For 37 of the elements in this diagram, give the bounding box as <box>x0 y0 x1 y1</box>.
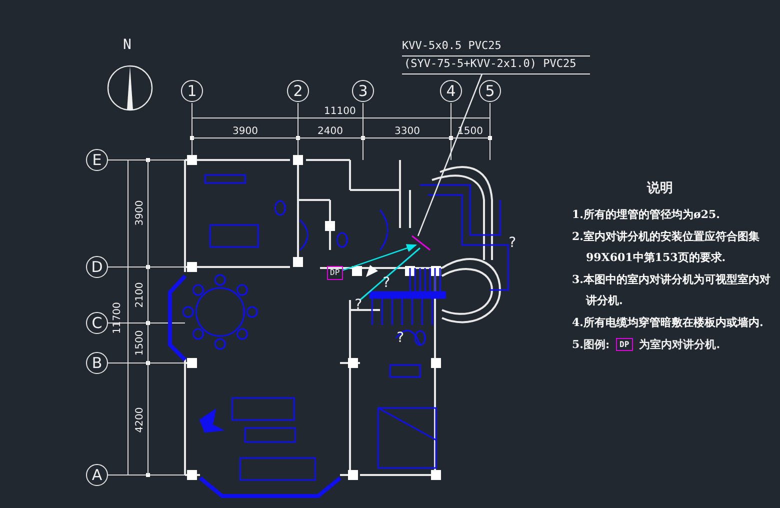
conduit-line <box>417 74 483 236</box>
axis-bubble: 1 <box>181 80 203 102</box>
dimension-text: 4200 <box>135 407 146 433</box>
dimension-text: 2100 <box>135 282 146 308</box>
note-text: 4.所有电缆均穿管暗敷在楼板内或墙内. <box>572 315 764 331</box>
axis-bubble: 4 <box>440 80 462 102</box>
north-label: N <box>123 38 132 52</box>
notes-heading: 说明 <box>647 182 673 195</box>
axis-bubble: 2 <box>287 80 309 102</box>
dimension-text: 3300 <box>394 127 420 137</box>
dimension-text: 3900 <box>135 200 146 226</box>
note-text: 1.所有的埋管的管径均为ø25. <box>572 207 721 223</box>
intercom-symbol: DP <box>327 266 343 280</box>
intercom-symbol: DP <box>616 338 634 351</box>
question-mark: ? <box>354 298 362 312</box>
note-text: 2.室内对讲分机的安装位置应符合图集99X601中第153页的要求. <box>572 229 760 266</box>
note-text: 3.本图中的室内对讲分机为可视型室内对讲分机. <box>572 272 772 309</box>
axis-bubble: 3 <box>352 80 374 102</box>
note-text: 5.图例: <box>572 337 610 352</box>
question-mark: ? <box>508 236 516 250</box>
dimension-text: 11700 <box>112 302 123 334</box>
axis-bubble: 5 <box>479 80 501 102</box>
dimension-text: 1500 <box>135 330 146 356</box>
question-mark: ? <box>382 276 390 290</box>
axis-bubble: B <box>86 352 108 374</box>
cable-spec-text: KVV-5x0.5 PVC25 <box>402 38 502 54</box>
note-text: 为室内对讲分机. <box>639 337 720 352</box>
cable-spec-text: (SYV-75-5+KVV-2x1.0) PVC25 <box>403 56 576 72</box>
axis-bubble: A <box>86 464 108 486</box>
conduit-line <box>342 244 417 271</box>
question-mark: ? <box>396 331 404 345</box>
axis-bubble: D <box>86 256 108 278</box>
dimension-text: 2400 <box>318 127 343 137</box>
axis-bubble: C <box>86 312 108 334</box>
dimension-text: 11100 <box>324 107 356 117</box>
dimension-text: 3900 <box>232 127 258 137</box>
axis-bubble: E <box>86 149 108 171</box>
